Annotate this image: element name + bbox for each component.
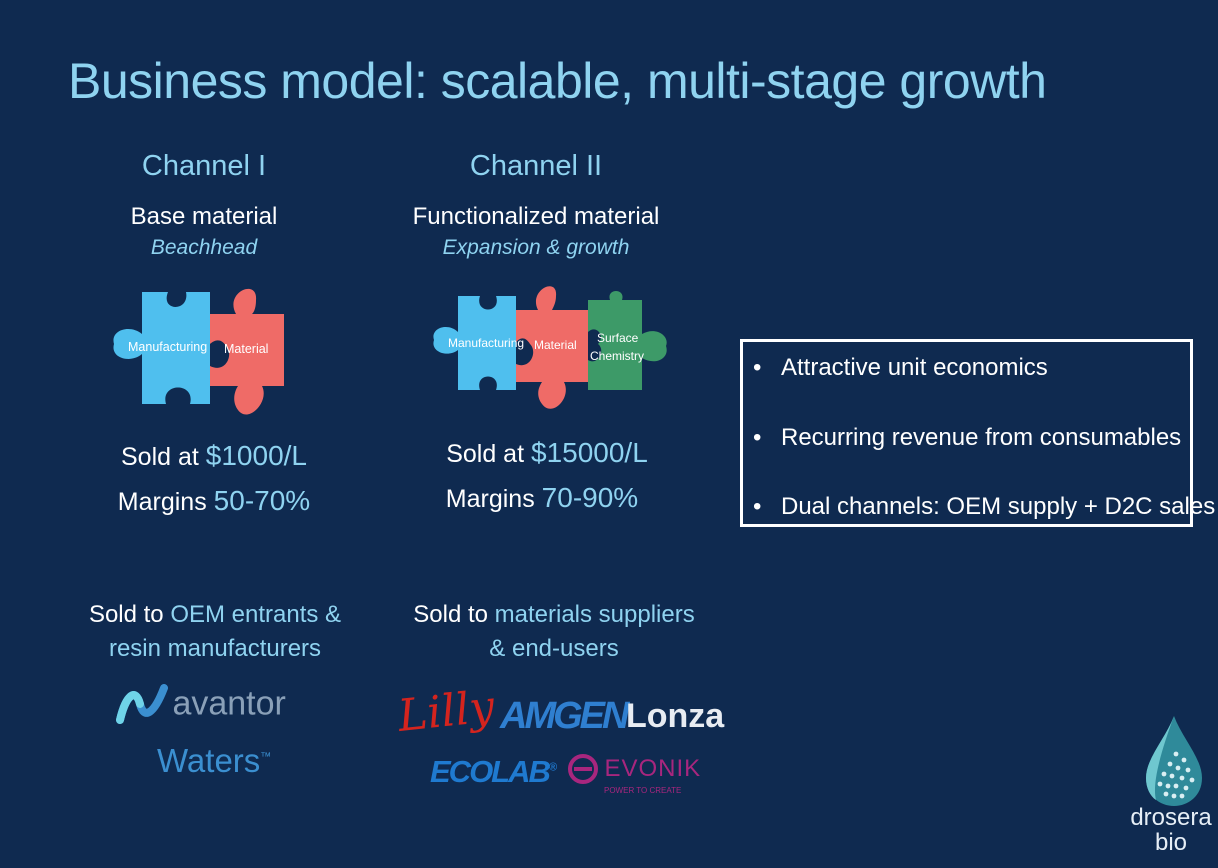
page-title: Business model: scalable, multi-stage gr… (68, 53, 1047, 109)
puzzle-piece-material (210, 288, 284, 415)
sold-to-prefix: Sold to (413, 601, 488, 628)
amgen-logo: AMGEN (500, 695, 629, 737)
piece-label-surface: Surface (597, 331, 639, 345)
piece-label-manufacturing: Manufacturing (128, 340, 207, 354)
piece-label-material: Material (224, 342, 268, 356)
channel-1-margins: 50-70% (213, 485, 311, 516)
channel-1-sold-to: Sold to OEM entrants & resin manufacture… (80, 598, 350, 666)
channel-2-puzzle: Manufacturing Material Surface Chemistry (433, 286, 667, 409)
bullet: • (753, 354, 762, 381)
evonik-tagline: POWER TO CREATE (604, 786, 682, 795)
puzzle-piece-manufacturing (113, 292, 210, 404)
drosera-droplet-icon (1146, 716, 1202, 806)
channel-2-margins-line: Margins 70-90% (432, 482, 652, 514)
puzzle-piece-manufacturing (433, 296, 516, 390)
bullet: • (753, 424, 762, 451)
channel-2-stage: Expansion & growth (442, 236, 630, 259)
evonik-wordmark: EVONIK (604, 755, 702, 782)
channel-1-price: $1000/L (205, 440, 307, 471)
channel-1-material: Base material (130, 203, 278, 230)
avantor-logo: avantor (116, 684, 286, 724)
sold-to-prefix: Sold to (88, 601, 164, 628)
puzzle-piece-material (516, 286, 588, 409)
channel-1-margins-line: Margins 50-70% (104, 485, 324, 517)
channel-1-heading: Channel I (141, 150, 267, 182)
margins-prefix: Margins (445, 485, 535, 513)
channel-2-material: Functionalized material (412, 203, 660, 230)
bullet: • (753, 493, 762, 520)
channel-2-sold-to: Sold to materials suppliers & end-users (412, 598, 696, 666)
highlight-item: • Attractive unit economics (753, 354, 1048, 382)
lonza-logo: Lonza (626, 697, 725, 735)
piece-label-manufacturing: Manufacturing (448, 336, 524, 350)
piece-label-material: Material (534, 338, 577, 352)
channel-2-margins: 70-90% (541, 482, 639, 513)
channel-1-sold-to-highlight: OEM entrants & (170, 601, 342, 628)
channel-2-heading: Channel II (469, 150, 603, 182)
avantor-mark-icon (116, 684, 168, 724)
lilly-logo: Lilly (395, 681, 497, 742)
waters-tm: ™ (260, 751, 272, 763)
highlight-text: Attractive unit economics (781, 354, 1048, 381)
highlight-text: Recurring revenue from consumables (781, 424, 1182, 451)
channel-1-price-line: Sold at $1000/L (104, 440, 324, 472)
brand-line-2: bio (1154, 829, 1188, 856)
highlight-item: • Recurring revenue from consumables (753, 424, 1181, 452)
ecolab-logo: ECOLAB® (430, 754, 557, 790)
channel-2-sold-to-highlight: materials suppliers (494, 601, 695, 628)
piece-label-chemistry: Chemistry (590, 349, 644, 363)
brand-line-1: drosera (1130, 804, 1212, 831)
drosera-bio-logo: drosera bio (1124, 805, 1218, 855)
highlight-text: Dual channels: OEM supply + D2C sales (781, 493, 1216, 520)
waters-logo: Waters™ (157, 742, 271, 780)
evonik-logo: EVONIK POWER TO CREATE (566, 752, 702, 795)
sold-at-prefix: Sold at (446, 440, 525, 468)
sold-at-prefix: Sold at (120, 443, 199, 471)
avantor-wordmark: avantor (172, 684, 286, 723)
evonik-mark-icon (568, 754, 598, 784)
channel-2-price: $15000/L (531, 437, 648, 468)
highlight-item: • Dual channels: OEM supply + D2C sales (753, 493, 1215, 521)
highlights-box: • Attractive unit economics • Recurring re… (740, 339, 1215, 527)
channel-2-price-line: Sold at $15000/L (432, 437, 662, 469)
ecolab-registered: ® (548, 761, 557, 774)
channel-1-stage: Beachhead (150, 236, 258, 259)
channel-1-sold-to-rest: resin manufacturers (108, 635, 322, 662)
margins-prefix: Margins (117, 488, 207, 516)
waters-wordmark: Waters (157, 742, 261, 779)
puzzle-piece-surface-chemistry (588, 291, 667, 390)
channel-1-puzzle: Manufacturing Material (113, 288, 284, 415)
channel-2-sold-to-rest: & end-users (489, 635, 619, 662)
ecolab-wordmark: ECOLAB (430, 754, 551, 789)
